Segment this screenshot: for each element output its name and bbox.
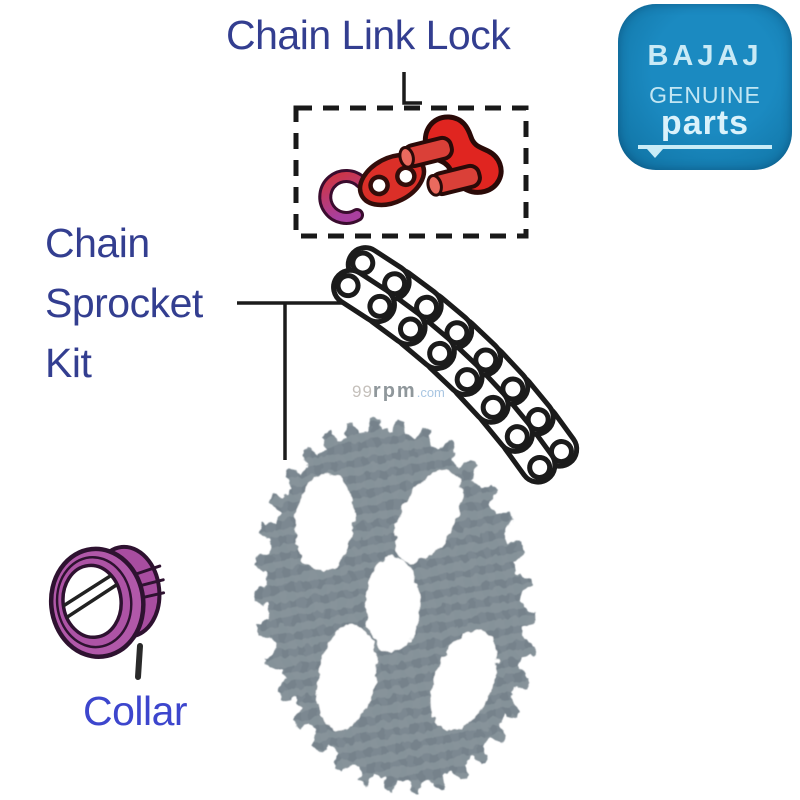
watermark-rpm: rpm — [372, 380, 417, 402]
kit-label-line2: Sprocket — [45, 280, 203, 326]
master-link-drawing — [398, 114, 504, 197]
watermark-99rpm: 99rpm.com — [352, 380, 445, 403]
watermark-com: .com — [416, 385, 445, 400]
chain-link-lock-drawing — [318, 114, 504, 225]
collar-drawing — [48, 544, 166, 659]
logo-genuine-text: GENUINE — [649, 82, 761, 108]
kit-label-line1: Chain — [45, 220, 150, 266]
sprocket-cutout — [430, 629, 498, 731]
kit-leader-line — [237, 301, 350, 460]
sprocket-cutout — [316, 625, 377, 730]
master-link-pin — [398, 135, 454, 169]
label-collar: Collar — [83, 688, 188, 734]
collar-leader-line — [135, 643, 143, 680]
logo-parts-text: parts — [660, 104, 750, 142]
master-link-pin — [426, 163, 482, 197]
label-chain-link-lock: Chain Link Lock — [226, 12, 511, 58]
logo-arrow-icon — [647, 149, 663, 158]
watermark-99: 99 — [352, 382, 373, 401]
kit-label-line3: Kit — [45, 340, 92, 386]
chain-link-lock-box — [293, 105, 529, 239]
sprocket-cutout — [394, 470, 462, 563]
logo-underline — [638, 145, 772, 158]
logo-brand-text: BAJAJ — [647, 40, 763, 72]
sprocket-center-hole — [365, 557, 420, 652]
bajaj-logo: BAJAJ GENUINE parts — [618, 4, 792, 170]
chain-drawing — [331, 245, 580, 485]
chain-link — [331, 267, 397, 325]
label-chain-sprocket-kit: Chain Sprocket Kit — [45, 213, 203, 393]
sprocket-drawing — [254, 418, 536, 794]
title-connector-line — [402, 72, 422, 105]
c-clip-drawing — [318, 169, 368, 225]
sprocket-cutout — [295, 472, 354, 572]
